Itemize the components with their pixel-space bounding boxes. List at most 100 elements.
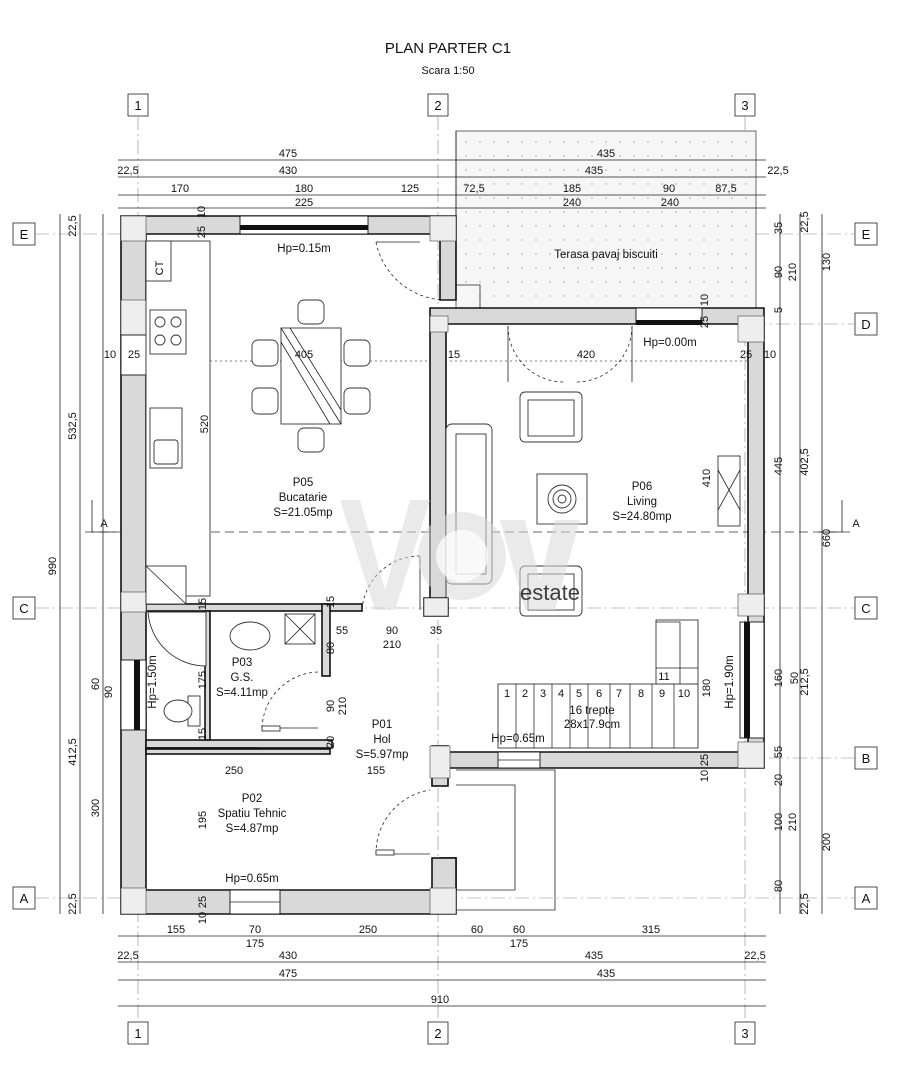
doors: [261, 241, 633, 856]
pavement-dot: [479, 183, 481, 185]
pavement-dot: [549, 295, 551, 297]
dim-left-4125: 412,5: [67, 738, 79, 766]
pavement-dot: [563, 197, 565, 199]
dim-b-10: 10: [699, 770, 711, 782]
dim-hall-20: 20: [325, 736, 337, 748]
window-notes: Hp=0.15m Hp=0.00m Hp=1.90m Hp=1.50m Hp=0…: [147, 243, 736, 885]
pavement-dot: [591, 267, 593, 269]
pavement-dot: [689, 295, 691, 297]
dims-left: 22,5 532,5 990 60 90 412,5 300 22,5: [47, 215, 115, 914]
pavement-dot: [507, 197, 509, 199]
pavement-dot: [703, 281, 705, 283]
pavement-dot: [731, 295, 733, 297]
axis-label-3-bottom: 3: [741, 1026, 748, 1041]
pavement-dot: [605, 211, 607, 213]
pavement-dot: [633, 155, 635, 157]
pavement-dot: [591, 155, 593, 157]
dim-r-130: 130: [821, 253, 833, 271]
room-p02-code: P02: [242, 793, 262, 805]
stair-step-5: 5: [576, 688, 582, 700]
dim-hall-210: 210: [383, 639, 401, 651]
axis-label-B-right: B: [862, 751, 871, 766]
pavement-dot: [661, 267, 663, 269]
pavement-dot: [661, 225, 663, 227]
pavement-dot: [703, 239, 705, 241]
dim-hall-90b: 90: [325, 700, 337, 712]
pavement-dot: [745, 211, 747, 213]
pavement-dot: [465, 197, 467, 199]
pavement-dot: [717, 239, 719, 241]
dim-top10: 10: [196, 206, 208, 218]
pavement-dot: [717, 169, 719, 171]
section-label-right: A: [852, 518, 860, 530]
dim-10b: 10: [764, 349, 776, 361]
pavement-dot: [493, 155, 495, 157]
dim-h-250: 250: [225, 765, 243, 777]
pavement-dot: [479, 197, 481, 199]
pavement-dot: [549, 239, 551, 241]
pavement-dot: [675, 267, 677, 269]
pavement-dot: [591, 211, 593, 213]
pavement-dot: [717, 141, 719, 143]
pavement-dot: [689, 183, 691, 185]
room-labels: P05 Bucatarie S=21.05mp P06 Living S=24.…: [216, 477, 672, 835]
stair-size: 28x17.9cm: [564, 719, 620, 731]
dim-bot-175a: 175: [246, 938, 264, 950]
room-p06-area: S=24.80mp: [612, 511, 671, 523]
pavement-dot: [605, 281, 607, 283]
pavement-dot: [689, 197, 691, 199]
pavement-dot: [563, 183, 565, 185]
pavement-dot: [703, 197, 705, 199]
terrace-label: Terasa pavaj biscuiti: [554, 249, 658, 261]
pavement-dot: [647, 211, 649, 213]
pavement-dot: [619, 253, 621, 255]
pavement-dot: [577, 211, 579, 213]
plan-scale: Scara 1:50: [421, 65, 474, 77]
dim-hall-55: 55: [336, 625, 348, 637]
hp-tehnic-bottom: Hp=0.65m: [225, 873, 278, 885]
dim-bot-435: 435: [585, 950, 603, 962]
dim-left-300: 300: [90, 799, 102, 817]
pavement-dot: [591, 281, 593, 283]
hp-living-right: Hp=1.90m: [724, 655, 736, 708]
pavement-dot: [479, 141, 481, 143]
pavement-dot: [549, 225, 551, 227]
pavement-dot: [675, 253, 677, 255]
dim-top-225b: 22,5: [767, 165, 788, 177]
pavement-dot: [605, 239, 607, 241]
axis-label-1-bottom: 1: [134, 1026, 141, 1041]
pavement-dot: [703, 155, 705, 157]
pavement-dot: [521, 239, 523, 241]
pavement-dot: [605, 225, 607, 227]
dim-bot-250: 250: [359, 924, 377, 936]
washbasin-icon: [229, 621, 271, 651]
pavement-dot: [661, 253, 663, 255]
stair-step-9: 9: [659, 688, 665, 700]
dim-top-430: 430: [279, 165, 297, 177]
axis-label-3-top: 3: [741, 98, 748, 113]
pavement-dot: [661, 239, 663, 241]
pavement-dot: [563, 211, 565, 213]
pavement-dot: [745, 197, 747, 199]
pavement-dot: [647, 197, 649, 199]
pavement-dot: [479, 239, 481, 241]
axis-label-C-left: C: [19, 601, 28, 616]
pavement-dot: [633, 295, 635, 297]
stair-step-7: 7: [616, 688, 622, 700]
pavement-dot: [745, 183, 747, 185]
pavement-dot: [731, 183, 733, 185]
pavement-dot: [619, 211, 621, 213]
pavement-dot: [479, 267, 481, 269]
room-p01-name: Hol: [373, 734, 390, 746]
pavement-dot: [479, 169, 481, 171]
pavement-dot: [703, 253, 705, 255]
pavement-dot: [535, 225, 537, 227]
pavement-dot: [717, 155, 719, 157]
pavement-dot: [577, 239, 579, 241]
dim-r-210b: 210: [787, 813, 799, 831]
pavement-dot: [493, 183, 495, 185]
pavement-dot: [619, 183, 621, 185]
pavement-dot: [535, 155, 537, 157]
pavement-dot: [675, 155, 677, 157]
dim-top-240a: 240: [563, 197, 581, 209]
